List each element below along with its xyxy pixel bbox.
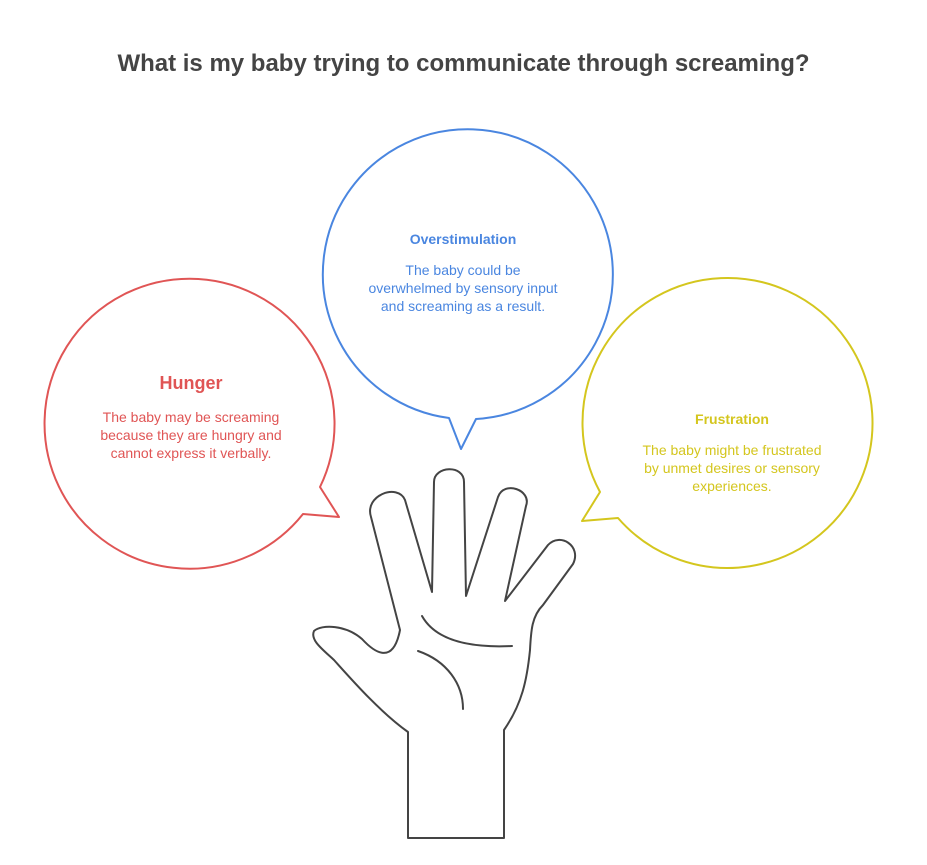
hunger-description: The baby may be screaming because they a… <box>100 409 282 461</box>
overstimulation-title: Overstimulation <box>409 231 517 247</box>
frustration-title: Frustration <box>695 411 769 427</box>
hunger-speech-bubble <box>43 277 340 570</box>
overstimulation-description: The baby could be overwhelmed by sensory… <box>368 262 558 314</box>
overstimulation-speech-bubble <box>321 128 614 450</box>
frustration-description: The baby might be frustrated by unmet de… <box>642 442 822 494</box>
page-title: What is my baby trying to communicate th… <box>117 50 810 77</box>
hunger-bubble-content: Hunger The baby may be screaming because… <box>96 373 286 462</box>
frustration-speech-bubble <box>581 276 874 569</box>
hunger-title: Hunger <box>159 373 223 393</box>
hand-icon <box>312 468 576 839</box>
overstimulation-bubble-content: Overstimulation The baby could be overwh… <box>368 231 558 315</box>
frustration-bubble-content: Frustration The baby might be frustrated… <box>639 411 825 495</box>
